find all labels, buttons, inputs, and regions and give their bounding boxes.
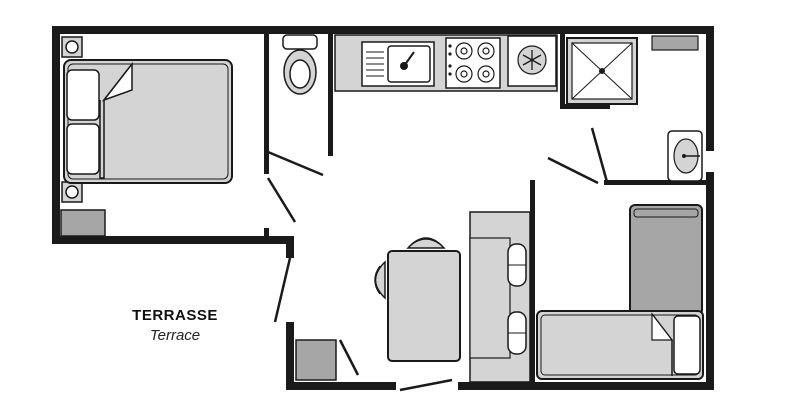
door-bath — [590, 127, 609, 183]
wall-bath-left — [560, 34, 565, 109]
bath-shelf — [651, 35, 699, 51]
chair-left-back — [374, 265, 381, 295]
fridge — [507, 35, 557, 87]
door-bedroom1 — [266, 177, 297, 223]
interior-walls — [264, 34, 714, 390]
lamp-top — [65, 40, 79, 54]
chair-top-back — [411, 238, 441, 245]
bed-inner — [67, 63, 229, 180]
duvet-corner — [101, 61, 133, 102]
toilet-bowl-inner — [289, 59, 311, 89]
wc-room — [282, 34, 318, 95]
single-bed-upright — [629, 204, 703, 316]
wall-bedroom2-left — [530, 180, 535, 390]
wall-left — [52, 26, 60, 244]
washbasin-drain — [682, 154, 686, 158]
single-bed-fold-corner — [651, 312, 674, 341]
wall-right-upper — [706, 26, 714, 151]
kitchen — [334, 34, 558, 92]
lamp-bottom — [65, 185, 79, 199]
bedroom-2 — [536, 204, 704, 380]
wall-bedroom2-top — [604, 180, 714, 185]
single-bed-pillow — [673, 315, 701, 375]
toilet-tank — [282, 34, 318, 50]
pillow-bottom — [66, 123, 100, 175]
sofa-seat — [469, 237, 511, 359]
wardrobe-bedroom1 — [60, 209, 106, 237]
wall-bottom-left — [286, 382, 396, 390]
wall-right-lower — [706, 172, 714, 390]
wall-lower-left-stub — [286, 322, 294, 390]
hob — [445, 37, 501, 89]
exterior-walls — [52, 26, 714, 390]
door-entrance — [273, 257, 292, 323]
pillow-top — [66, 69, 100, 121]
burner-icons — [455, 42, 495, 83]
dining-table — [387, 250, 461, 362]
terrace-label-translation: Terrace — [149, 327, 201, 344]
wall-bedroom-right — [264, 34, 269, 174]
wall-bath-bottom — [560, 104, 610, 109]
tap-spout — [403, 51, 415, 67]
snowflake-icon — [522, 50, 542, 70]
wall-bedroom-right-lower — [264, 228, 269, 238]
door-wc — [267, 150, 324, 177]
door-swings — [266, 127, 609, 392]
door-bedroom2 — [547, 156, 599, 185]
entrance-cupboard — [295, 339, 337, 381]
single-bed-upright-pillow — [633, 208, 699, 218]
bedroom-1 — [60, 36, 233, 237]
hob-knobs — [448, 44, 452, 76]
shower-drain-icon — [599, 68, 605, 74]
living-area — [374, 211, 531, 383]
sink-basin — [387, 45, 431, 83]
door-cupboard — [338, 339, 360, 376]
bathroom — [566, 35, 703, 182]
wall-wc-right — [328, 34, 333, 156]
door-front — [399, 378, 453, 392]
wall-terrace-corner — [286, 236, 294, 258]
wall-top — [52, 26, 714, 34]
wall-bedroom-bottom — [52, 236, 294, 244]
terrace-label: TERRASSE — [132, 307, 218, 324]
wall-bottom-right — [458, 382, 714, 390]
double-bed — [63, 59, 233, 184]
chair-left — [374, 260, 386, 300]
drainer-lines — [366, 51, 384, 77]
